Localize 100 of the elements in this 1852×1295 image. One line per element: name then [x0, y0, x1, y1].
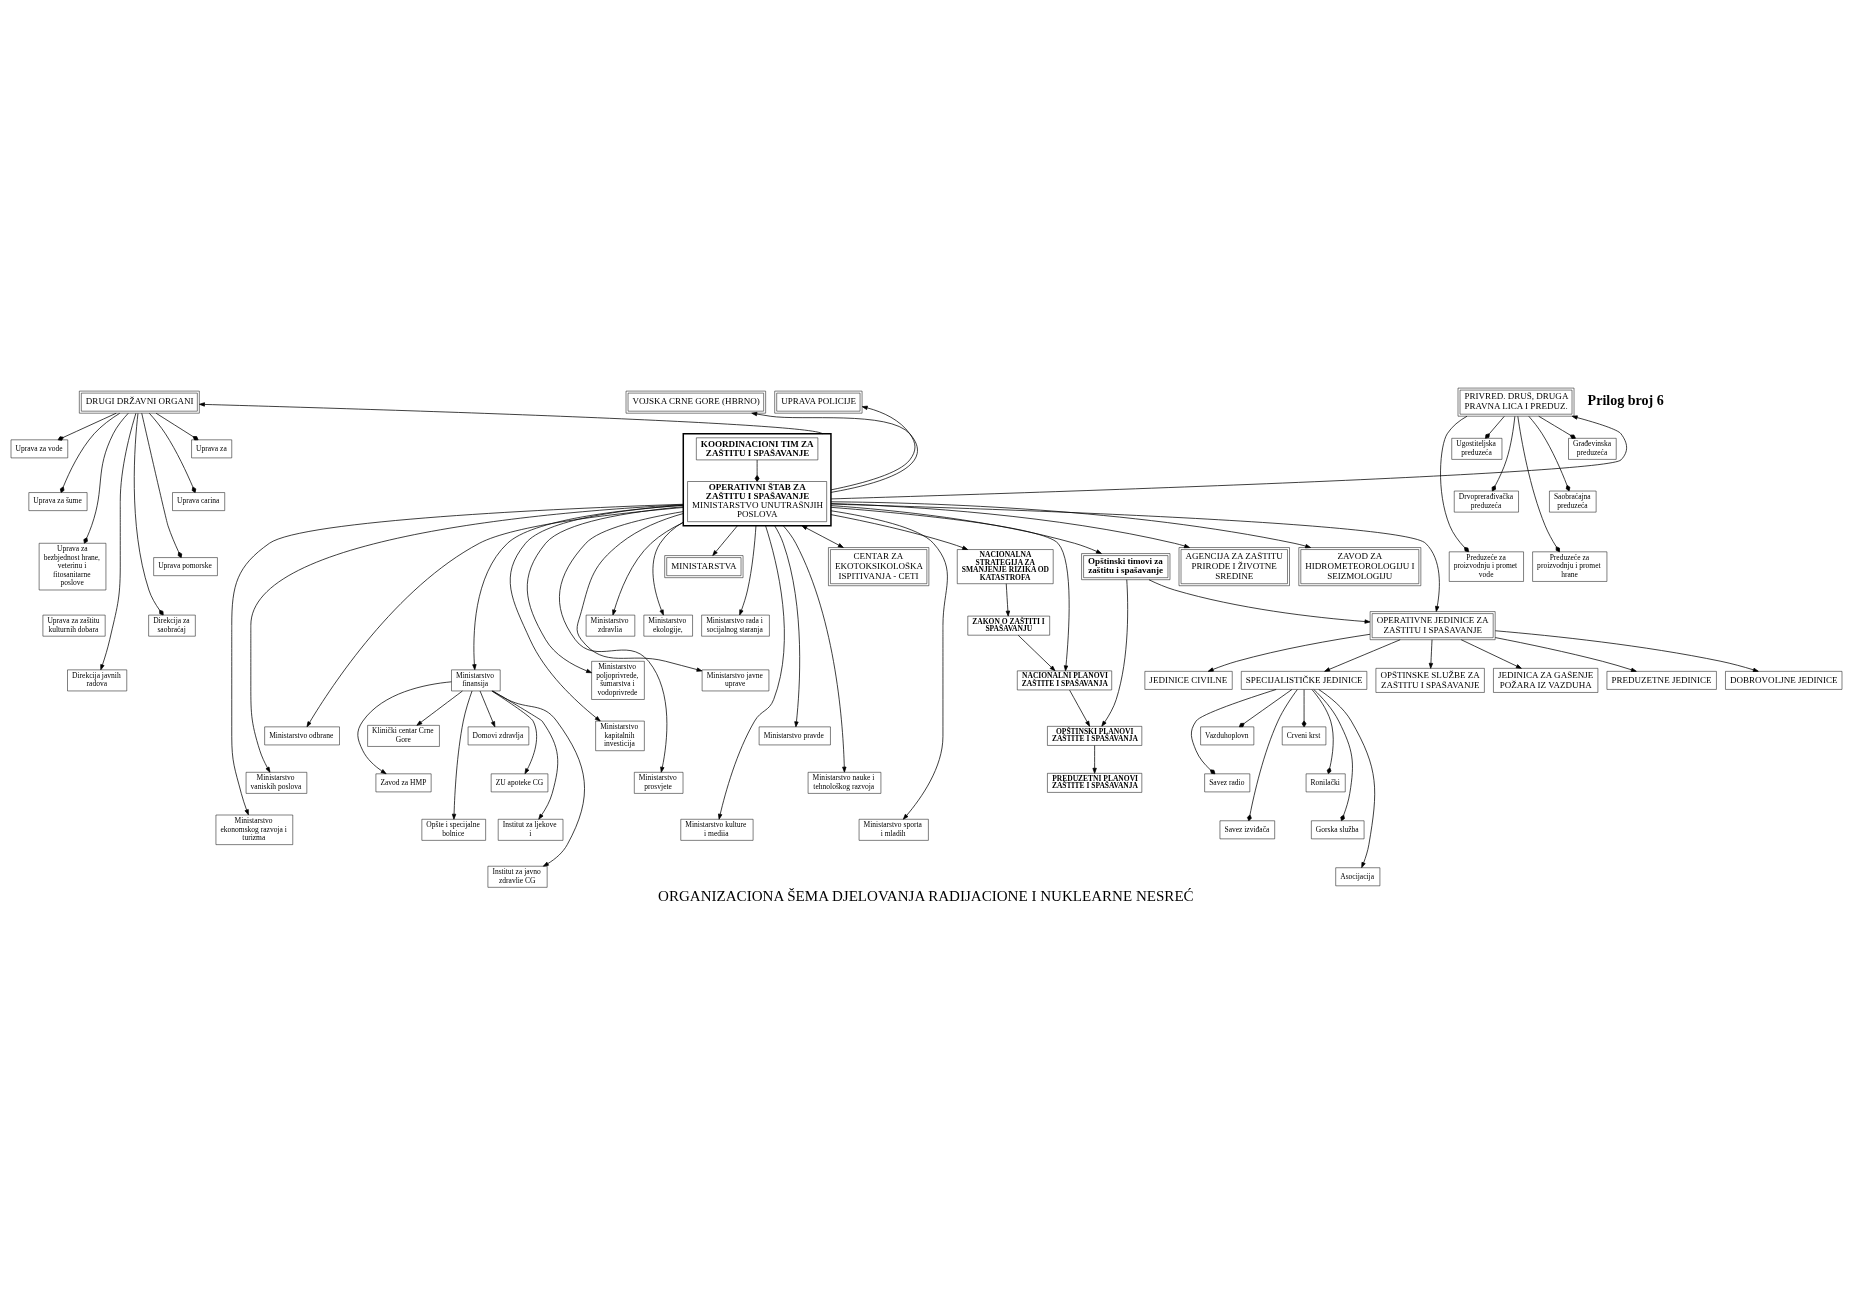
connector: [1312, 688, 1353, 821]
connector: [140, 412, 182, 558]
arrow: [249, 503, 684, 773]
connector: [1527, 415, 1570, 491]
node-box: Vazduhoplovn: [1199, 726, 1254, 745]
node-box: Crveni krst: [1281, 726, 1326, 745]
arrow: [652, 521, 684, 615]
connector: [59, 412, 120, 493]
node-box: Ministarstvo rada i socijalnog staranja: [700, 614, 770, 636]
node-box: Savez radio: [1203, 773, 1250, 792]
node-box: Drvoprerađivačka preduzeća: [1453, 490, 1519, 512]
connector: [1516, 415, 1560, 552]
node-box: Savez izviđača: [1219, 820, 1275, 839]
node-box: SPECIJALISTIČKE JEDINICE: [1240, 670, 1367, 690]
arrow: [738, 524, 756, 615]
arrow: [830, 503, 1440, 612]
arrow: [611, 521, 684, 615]
diagram-title: ORGANIZACIONA ŠEMA DJELOVANJA RADIJACIONE I NUKLEARNE NESREĆ: [657, 887, 1194, 904]
node-box: DOBROVOLJNE JEDINICE: [1724, 670, 1842, 690]
arrow: [830, 509, 948, 820]
node-box: Ministarstvo prosvjete: [633, 771, 683, 794]
arrow: [717, 524, 785, 820]
cluster: [682, 432, 832, 526]
connector: [82, 412, 129, 544]
arrow: [306, 506, 684, 727]
node-box: Ministarstvo ekologije,: [643, 614, 693, 636]
connector: [1301, 688, 1306, 727]
node-box: Uprava za bezbjednost hrane, veterinu i fitosanitarne poslove: [38, 542, 106, 590]
node-box: Klinički centar Crne Gore: [366, 724, 440, 747]
node-box: Ministarstvo nauke i tehnološkog razvoja: [807, 771, 881, 794]
arrow: [451, 690, 472, 820]
node-box: PREDUZETNE JEDINICE: [1606, 670, 1717, 690]
node-box: Ministarstvo vaniskih poslova: [245, 771, 307, 794]
arrow: [1068, 689, 1090, 727]
arrow: [830, 502, 1190, 548]
arrow: [490, 690, 537, 774]
node-box: Uprava za zaštitu kulturnih dobara: [42, 614, 105, 636]
arrow: [99, 412, 136, 670]
arrow: [773, 524, 800, 727]
node-box: Uprava pomorske: [152, 556, 218, 576]
node-box: Zavod za HMP: [375, 773, 431, 792]
node-box: Asocijacija: [1334, 867, 1380, 886]
arrow: [830, 500, 1311, 548]
node-box: OPŠTINSKI PLANOVI ZAŠTITE I SPAŠAVANJA: [1046, 725, 1142, 746]
arrow: [830, 405, 915, 490]
node-box: Preduzeće za proizvodnju i promet hrane: [1531, 551, 1607, 582]
connector: [1537, 415, 1576, 439]
node-box: KOORDINACIONI TIM ZA ZAŠTITU I SPAŠAVANJE: [695, 437, 818, 460]
connector: [1484, 415, 1505, 439]
arrow: [471, 504, 684, 670]
node-box: Direkcija za saobraćaj: [147, 614, 196, 636]
arrow: [1494, 629, 1759, 672]
connector: [1190, 688, 1276, 774]
node-box: Ministarstvo odbrane: [263, 726, 340, 745]
node-box: Ministarstvo finansija: [450, 669, 500, 691]
connector: [754, 459, 759, 482]
node-box: Gorska služba: [1310, 820, 1364, 839]
arrow: [1005, 582, 1010, 616]
node-box: Ministarstvo javne uprave: [701, 669, 769, 691]
label: Prilog broj 6: [1587, 391, 1664, 408]
arrow: [830, 414, 1627, 499]
arrow: [491, 690, 585, 867]
node-box: Uprava za: [190, 439, 232, 458]
node-box: Ministarstvo zdravlia: [585, 614, 635, 636]
node-box: Ministarstvo ekonomskog razvoja i turizma: [215, 814, 293, 845]
node-box: Ministarstvo kapitalnih investicija: [594, 720, 645, 751]
arrow: [1460, 638, 1522, 669]
arrow: [1428, 638, 1433, 669]
connector: [1439, 415, 1469, 552]
arrow: [1148, 578, 1370, 624]
arrow: [491, 690, 558, 820]
node-box: JEDINICE CIVILNE: [1144, 670, 1232, 690]
arrow: [230, 503, 684, 815]
node-box: PREDUZETNI PLANOVI ZAŠTITE I SPAŠAVANJA: [1046, 772, 1142, 793]
node-box: Opšte i specijalne bolnice: [421, 818, 486, 841]
connector: [155, 412, 198, 440]
node-box: Građevinska preduzeća: [1567, 437, 1616, 460]
node-box: OPŠTINSKE SLUŽBE ZA ZAŠTITU I SPAŠAVANJE: [1375, 667, 1485, 693]
node-box: Ministarstvo pravde: [758, 726, 831, 745]
connector: [148, 412, 196, 493]
node-box: Ronilački: [1305, 773, 1345, 792]
arrow: [1494, 636, 1637, 672]
arrow: [356, 680, 452, 774]
connector: [1238, 688, 1292, 727]
arrow: [576, 512, 702, 672]
arrow: [1092, 744, 1097, 774]
node-box: Uprava carina: [171, 491, 225, 511]
connector: [1491, 415, 1515, 491]
arrow: [509, 504, 684, 721]
node-box: ZU apoteke CG: [490, 773, 548, 792]
node-box: Direkcija javnih radova: [66, 669, 127, 691]
node-box: Ministarstvo sporta i mladih: [858, 818, 929, 841]
arrow: [782, 524, 846, 772]
connector: [1311, 688, 1334, 774]
arrow: [801, 524, 844, 548]
node-box: Ministarstvo kulture i mediia: [680, 818, 753, 841]
node-box: Saobraćajna preduzeća: [1548, 490, 1596, 512]
arrow: [711, 524, 738, 556]
arrow: [1017, 634, 1055, 671]
arrow: [1100, 578, 1128, 727]
